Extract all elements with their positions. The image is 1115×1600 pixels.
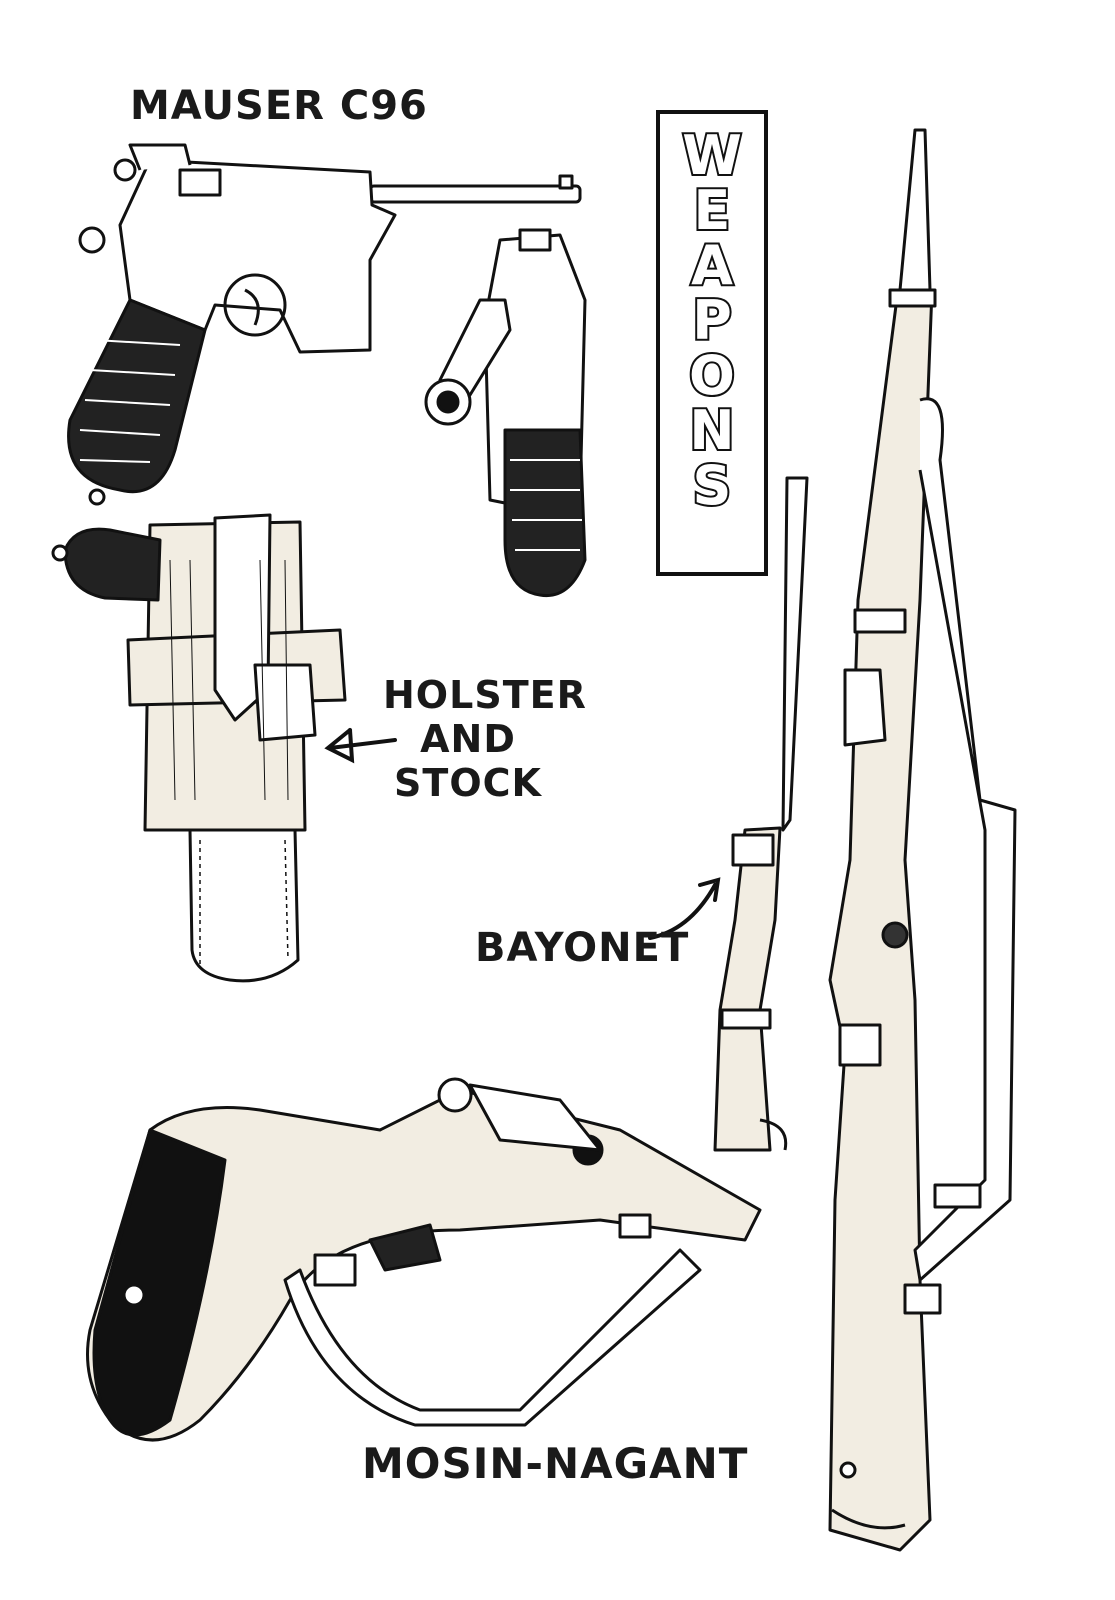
title-letter: P — [690, 289, 734, 352]
rifle-stock-closeup-icon — [86, 1077, 762, 1442]
mauser-c96-side-icon — [67, 143, 582, 506]
title-letter: E — [692, 179, 733, 242]
mosin-nagant-label: MOSIN-NAGANT — [362, 1439, 749, 1488]
mosin-nagant-rifle-icon — [828, 128, 1017, 1552]
bayonet-label: BAYONET — [475, 925, 690, 971]
rifle-with-bayonet-icon — [713, 476, 809, 1152]
holster-label-line-2: AND — [420, 717, 516, 761]
title-letter: S — [691, 454, 734, 517]
mauser-c96-front-icon — [424, 228, 587, 598]
title-letter: A — [689, 234, 735, 297]
bayonet-arrow-icon — [648, 877, 721, 940]
title-letter: W — [680, 124, 744, 187]
holster-label-line-3: STOCK — [394, 761, 542, 805]
holster-and-stock-label: HOLSTER AND STOCK — [383, 673, 587, 808]
title-letter: O — [687, 344, 737, 407]
holster-stock-icon — [51, 513, 347, 983]
holster-label-line-1: HOLSTER — [383, 673, 587, 717]
holster-arrow-icon — [324, 728, 397, 764]
mauser-c96-label: MAUSER C96 — [130, 83, 428, 129]
title-letter: N — [687, 399, 736, 462]
